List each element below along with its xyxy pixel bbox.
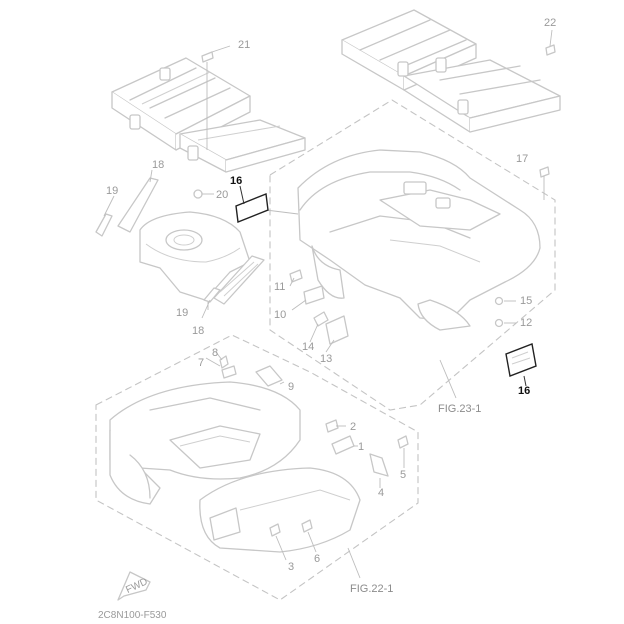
decal-19 xyxy=(95,213,113,237)
callout-11: 11 xyxy=(274,281,285,293)
front-fender xyxy=(109,381,361,553)
callout-9: 9 xyxy=(288,381,294,393)
callout-2: 2 xyxy=(350,421,356,433)
rear-fender xyxy=(297,149,541,331)
decal-19-b xyxy=(203,287,221,303)
callout-12: 12 xyxy=(520,317,532,329)
side-cover-18 xyxy=(213,255,265,305)
grommet-15 xyxy=(494,296,504,306)
callout-19-bottom: 19 xyxy=(176,307,188,319)
bolt-8 xyxy=(219,355,229,369)
callout-16-rear[interactable]: 16 xyxy=(518,385,530,397)
clip-7 xyxy=(221,365,237,379)
callout-19-top: 19 xyxy=(106,185,118,197)
callout-22: 22 xyxy=(544,17,556,29)
leader-lines xyxy=(103,29,553,579)
plate-4 xyxy=(369,453,389,477)
front-carrier xyxy=(111,57,306,173)
callout-17: 17 xyxy=(516,153,528,165)
bolt-11 xyxy=(289,269,303,283)
callout-20: 20 xyxy=(216,189,228,201)
callout-5: 5 xyxy=(400,469,406,481)
callout-16-front[interactable]: 16 xyxy=(230,175,242,187)
figure-ref-23-1[interactable]: FIG.23-1 xyxy=(438,403,481,415)
callout-3: 3 xyxy=(288,561,294,573)
highlighted-label-16-rear[interactable] xyxy=(505,343,537,387)
front-fender-assembly-frame xyxy=(95,334,419,601)
callout-7: 7 xyxy=(198,357,204,369)
callout-21: 21 xyxy=(238,39,250,51)
callout-14: 14 xyxy=(302,341,314,353)
callout-4: 4 xyxy=(378,487,384,499)
drawing-code: 2C8N100-F530 xyxy=(98,610,167,621)
callout-8: 8 xyxy=(212,347,218,359)
side-panel-18 xyxy=(117,177,159,233)
rear-fender-assembly-frame xyxy=(269,99,556,411)
fwd-arrow-icon: FWD xyxy=(117,571,151,601)
label-9-shape xyxy=(255,365,283,387)
plate-13 xyxy=(325,315,349,345)
callout-15: 15 xyxy=(520,295,532,307)
screw-2 xyxy=(325,419,339,433)
tank-cover xyxy=(139,211,251,301)
callout-13: 13 xyxy=(320,353,332,365)
callout-10: 10 xyxy=(274,309,286,321)
screw-3 xyxy=(269,523,281,537)
label-21-shape xyxy=(201,51,214,63)
figure-ref-22-1[interactable]: FIG.22-1 xyxy=(350,583,393,595)
grommet-20 xyxy=(193,189,203,199)
label-22-shape xyxy=(545,44,556,56)
label-17-shape xyxy=(539,166,550,178)
callout-18-top: 18 xyxy=(152,159,164,171)
plate-1 xyxy=(331,435,355,455)
screw-6 xyxy=(301,519,313,533)
plate-10 xyxy=(303,285,325,305)
callout-6: 6 xyxy=(314,553,320,565)
highlighted-label-16-front[interactable] xyxy=(235,185,269,223)
callout-1: 1 xyxy=(358,441,364,453)
callout-18-bottom: 18 xyxy=(192,325,204,337)
screw-5 xyxy=(397,435,409,449)
bolt-14 xyxy=(313,311,329,327)
rear-carrier xyxy=(341,9,561,133)
grommet-12 xyxy=(494,318,504,328)
